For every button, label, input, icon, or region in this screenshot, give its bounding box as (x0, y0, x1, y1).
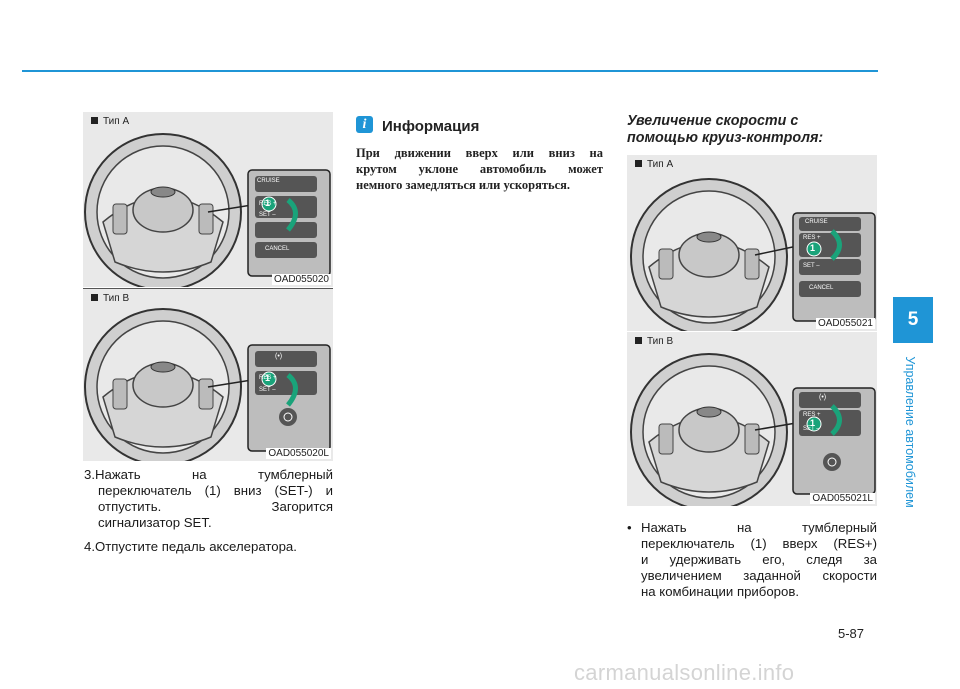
steering-wheel-illustration (84, 133, 331, 287)
figure-right-type-b: Тип B (•) RES + SET – 1 OAD055021L (627, 332, 877, 506)
page-number: 5-87 (838, 626, 865, 641)
section-heading: Увеличение скорости с помощью круиз-конт… (627, 113, 877, 147)
callout-number: 1 (265, 198, 271, 208)
steering-wheel-illustration (630, 178, 876, 331)
res-button-label: RES + (259, 375, 277, 381)
info-line-3: немного замедляться или ускоряться. (356, 178, 571, 192)
section-heading-line-2: помощью круиз-контроля: (627, 130, 824, 146)
set-button-label: SET – (803, 426, 820, 432)
set-button-label: SET – (803, 263, 820, 269)
bullet-line-1: • Нажать на тумблерный (627, 520, 877, 536)
res-button-label: RES + (803, 412, 821, 418)
figure-code: OAD055021 (815, 318, 875, 329)
bullet-line-1-text: Нажать на тумблерный (641, 520, 877, 535)
steering-wheel-illustration (84, 308, 331, 461)
figure-divider (83, 288, 333, 289)
cruise-toggle-label: (•) (275, 353, 283, 360)
chapter-title: Управление автомобилем (900, 344, 920, 520)
bullet-symbol: • (627, 520, 632, 535)
step-3: 3.Нажать на тумблерный переключатель (1)… (84, 467, 333, 531)
bullet-line-5: на комбинации приборов. (641, 584, 800, 599)
bullet-line-2: переключатель (1) вверх (RES+) (641, 536, 877, 551)
step-3-line-3: отпустить. Загорится (98, 499, 333, 514)
step-3-line-1: 3.Нажать на тумблерный (84, 467, 333, 482)
callout-number: 1 (810, 243, 816, 253)
chapter-title-text: Управление автомобилем (903, 356, 917, 508)
callout-number: 1 (265, 373, 271, 383)
res-button-label: RES + (259, 201, 277, 207)
cancel-button-label: CANCEL (265, 246, 290, 252)
figure-left-type-a: Тип A CRUISE RES + SET – CANCEL 1 OAD055… (83, 112, 333, 287)
figure-left-type-b: Тип B (•) RES + SET – 1 OAD055020L (83, 289, 333, 461)
step-4: 4.Отпустите педаль акселератора. (84, 539, 297, 554)
info-icon: i (356, 116, 373, 133)
bullet-increase-speed: • Нажать на тумблерный переключатель (1) … (627, 520, 877, 600)
set-button-label: SET – (259, 212, 276, 218)
res-button-label: RES + (803, 235, 821, 241)
info-title: Информация (382, 118, 480, 135)
watermark: carmanualsonline.info (574, 660, 795, 685)
cancel-button-label: CANCEL (809, 285, 834, 291)
top-rule (22, 70, 878, 72)
figure-code: OAD055020L (266, 448, 331, 459)
info-body: При движении вверх или вниз на крутом ук… (356, 145, 603, 193)
cruise-button-label: CRUISE (257, 178, 280, 184)
figure-code: OAD055021L (810, 493, 875, 504)
steering-wheel-illustration (630, 353, 876, 506)
figure-caption: Тип B (635, 336, 673, 347)
info-line-2: крутом уклоне автомобиль может (356, 162, 603, 176)
bullet-line-4: увеличением заданной скорости (641, 568, 877, 583)
bullet-line-3: и удерживать его, следя за (641, 552, 877, 567)
step-3-line-2: переключатель (1) вниз (SET-) и (98, 483, 333, 498)
section-heading-line-1: Увеличение скорости с (627, 113, 799, 129)
figure-caption: Тип A (91, 116, 129, 127)
set-button-label: SET – (259, 387, 276, 393)
cruise-button-label: CRUISE (805, 219, 828, 225)
chapter-tab: 5 (893, 297, 933, 343)
step-3-line-4: сигнализатор SET. (98, 515, 212, 530)
figure-caption: Тип B (91, 293, 129, 304)
cruise-toggle-label: (•) (819, 394, 827, 401)
figure-caption: Тип A (635, 159, 673, 170)
info-line-1: При движении вверх или вниз на (356, 146, 603, 160)
callout-number: 1 (810, 418, 816, 428)
figure-code: OAD055020 (271, 274, 331, 285)
figure-right-type-a: Тип A CRUISE RES + SET – CANCEL 1 OAD055… (627, 155, 877, 331)
